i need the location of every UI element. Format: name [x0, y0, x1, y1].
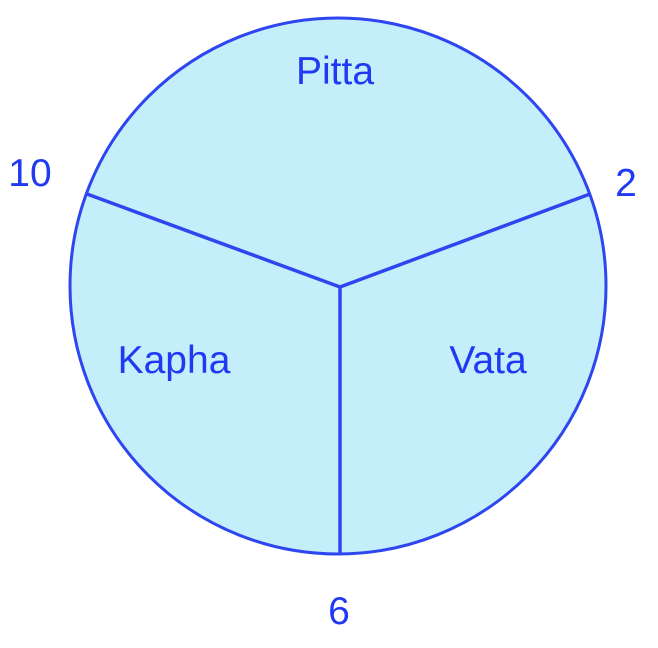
boundary-label-6: 6 — [328, 590, 350, 633]
boundary-label-2: 2 — [615, 162, 637, 205]
section-label-pitta: Pitta — [296, 50, 374, 93]
section-label-kapha: Kapha — [118, 339, 231, 382]
boundary-label-10: 10 — [8, 152, 51, 195]
section-label-vata: Vata — [449, 339, 527, 382]
divider-line-upper-right — [339, 192, 591, 289]
divider-line-upper-left — [86, 192, 341, 289]
